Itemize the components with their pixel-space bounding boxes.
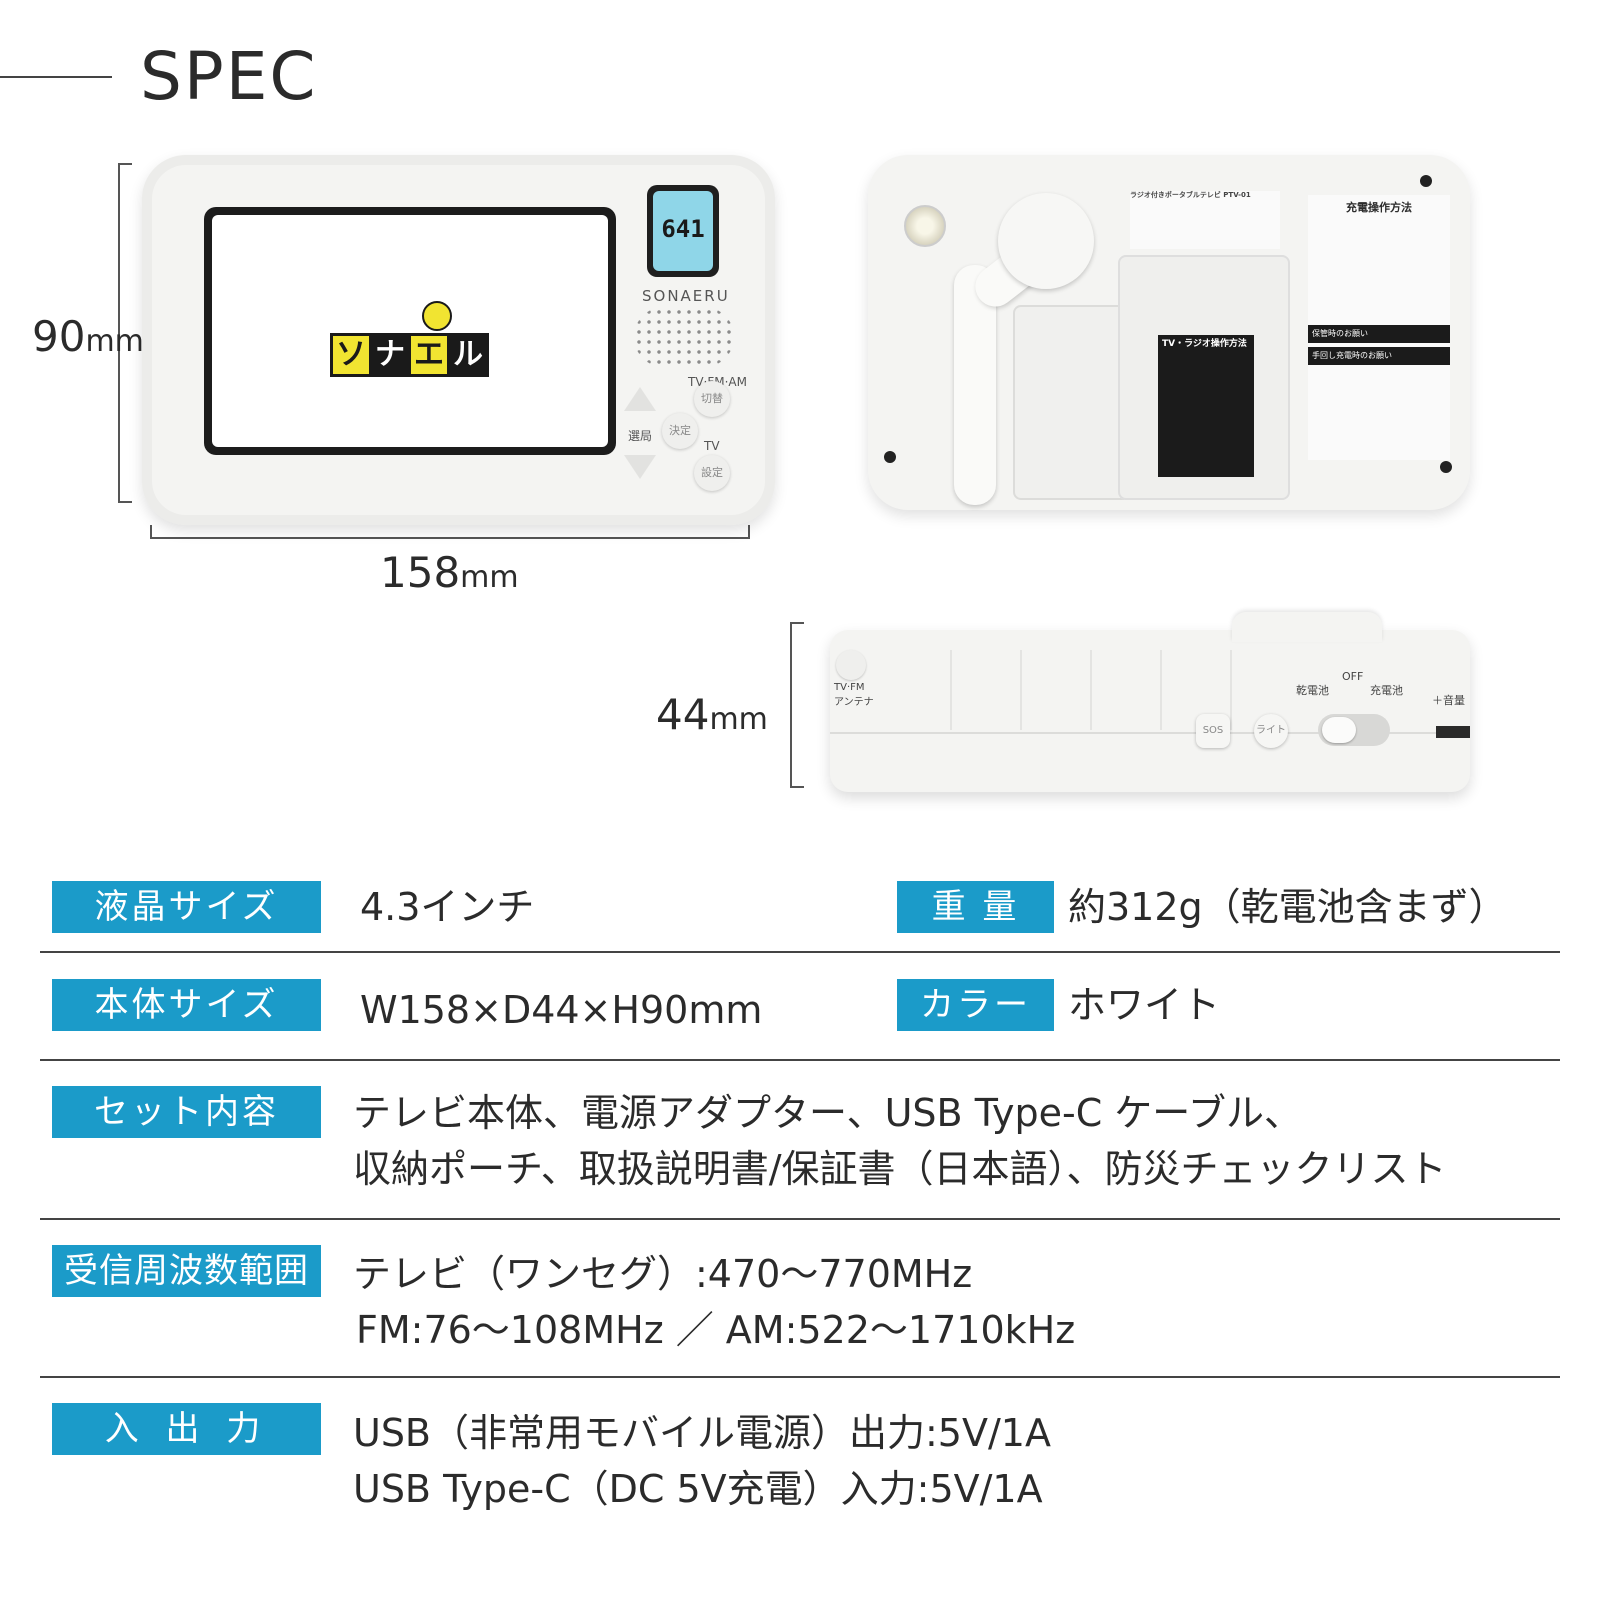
spec-value-lcd-size: 4.3インチ (360, 885, 535, 929)
crank-disc (998, 193, 1094, 289)
spec-label-body-size: 本体サイズ (52, 979, 321, 1031)
device-front-image: ソ ナ エ ル 641 SONAERU TV·FM·AM 選局 決定 切替 TV… (142, 155, 775, 525)
speaker-grille (634, 307, 734, 367)
screw-icon (1420, 175, 1432, 187)
brand-label: SONAERU (642, 287, 730, 305)
setting-button: 設定 (694, 455, 730, 491)
spec-label-weight: 重 量 (897, 881, 1054, 933)
height-bracket (118, 163, 132, 503)
device-side-image: TV·FM アンテナ SOS ライト 乾電池 OFF 充電池 ＋音量 (830, 612, 1470, 792)
lcd-display: 641 (647, 185, 719, 277)
screw-icon (1440, 461, 1452, 473)
depth-bracket (790, 622, 804, 788)
operation-guide: TV・ラジオ操作方法 (1158, 335, 1254, 477)
up-arrow-icon (624, 387, 656, 411)
light-button: ライト (1254, 714, 1288, 748)
sonaeru-logo: ソ ナ エ ル (330, 333, 489, 377)
charging-guide: 充電操作方法 保管時のお願い 手回し充電時のお願い (1308, 195, 1450, 460)
spec-label-contents: セット内容 (52, 1086, 321, 1138)
volume-wheel (1436, 726, 1470, 738)
device-screen: ソ ナ エ ル (204, 207, 616, 455)
spec-value-color: ホワイト (1068, 983, 1221, 1027)
title-rule (0, 76, 112, 78)
spec-label-io: 入 出 力 (52, 1403, 321, 1455)
spec-sticker: ラジオ付きポータブルテレビ PTV-01 (1130, 191, 1280, 249)
height-dimension: 90mm (32, 312, 144, 361)
width-bracket (150, 525, 750, 539)
sos-button: SOS (1196, 714, 1230, 748)
flashlight-icon (904, 205, 946, 247)
spec-label-frequency: 受信周波数範囲 (52, 1245, 321, 1297)
mascot-icon (422, 301, 452, 331)
divider (40, 951, 1560, 953)
device-back-image: ラジオ付きポータブルテレビ PTV-01 TV・ラジオ操作方法 充電操作方法 保… (868, 155, 1470, 510)
switch-button: 切替 (694, 381, 730, 417)
divider (40, 1218, 1560, 1220)
down-arrow-icon (624, 455, 656, 479)
depth-dimension: 44mm (656, 690, 768, 739)
spec-label-lcd-size: 液晶サイズ (52, 881, 321, 933)
spec-value-weight: 約312g（乾電池含まず） (1068, 885, 1507, 929)
spec-value-contents-line1: テレビ本体、電源アダプター、USB Type-C ケーブル、 (353, 1091, 1303, 1135)
divider (40, 1059, 1560, 1061)
spec-label-color: カラー (897, 979, 1054, 1031)
page-title: SPEC (140, 38, 318, 115)
device-stand (1013, 305, 1133, 500)
spec-value-io-line2: USB Type-C（DC 5V充電）入力:5V/1A (353, 1467, 1043, 1511)
decide-button: 決定 (662, 413, 698, 449)
spec-value-body-size: W158×D44×H90mm (360, 988, 763, 1032)
spec-value-io-line1: USB（非常用モバイル電源）出力:5V/1A (353, 1411, 1051, 1455)
power-switch (1318, 714, 1390, 746)
screw-icon (884, 451, 896, 463)
divider (40, 1376, 1560, 1378)
spec-value-contents-line2: 収納ポーチ、取扱説明書/保証書（日本語）、防災チェックリスト (353, 1147, 1447, 1191)
spec-value-frequency-line1: テレビ（ワンセグ）:470～770MHz (353, 1252, 973, 1296)
crank-top (1232, 612, 1382, 642)
width-dimension: 158mm (380, 548, 519, 597)
spec-value-frequency-line2: FM:76～108MHz ／ AM:522～1710kHz (356, 1308, 1076, 1352)
antenna-jack-icon (836, 650, 866, 680)
